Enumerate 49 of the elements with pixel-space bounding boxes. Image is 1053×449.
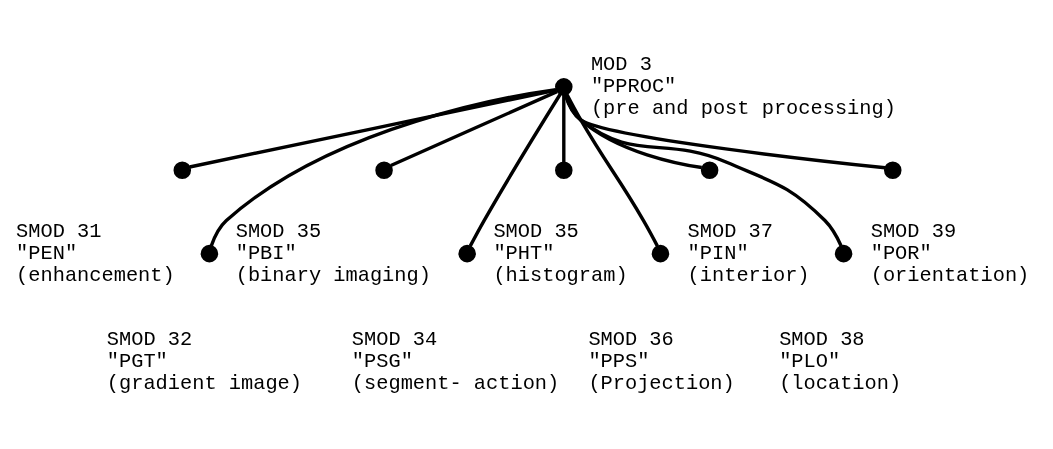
node-label: "PPS" — [588, 350, 650, 374]
node-label: SMOD 37 — [687, 219, 773, 243]
connector — [565, 93, 659, 247]
node-label: (binary imaging) — [235, 263, 431, 287]
node-label: (location) — [779, 372, 902, 396]
node-label: (enhancement) — [16, 263, 175, 287]
node-label: SMOD 35 — [235, 219, 322, 243]
node-label: (segment- action) — [351, 372, 560, 396]
node-circle — [458, 244, 476, 263]
node-label: SMOD 34 — [351, 328, 438, 352]
connector — [562, 94, 566, 163]
node-circle — [200, 244, 219, 263]
node-label: SMOD 35 — [493, 219, 579, 243]
node-label: (pre and post processing) — [590, 97, 896, 121]
node-label: "PIN" — [687, 241, 749, 265]
node-label: SMOD 39 — [870, 219, 957, 243]
node-circle — [700, 161, 719, 180]
node-label: MOD 3 — [590, 53, 652, 77]
connector — [468, 93, 562, 247]
node-label: (orientation) — [870, 263, 1030, 287]
node-label: (interior) — [687, 263, 810, 287]
node-label: SMOD 36 — [588, 328, 674, 352]
node-label: SMOD 32 — [106, 328, 193, 352]
node-label: "PEN" — [16, 241, 78, 265]
node-circle — [651, 244, 670, 263]
connector — [189, 88, 557, 169]
node-label: (histogram) — [493, 263, 628, 287]
node-label: "PBI" — [235, 241, 297, 265]
node-label: "POR" — [870, 241, 932, 265]
node-label: (gradient image) — [106, 372, 303, 396]
node-label: "PGT" — [106, 350, 168, 374]
node-label: "PHT" — [493, 241, 555, 265]
node-circle — [834, 244, 853, 263]
node-label: "PPROC" — [590, 75, 677, 99]
node-label: SMOD 38 — [779, 328, 865, 352]
node-circle — [555, 161, 573, 180]
node-circle — [555, 78, 573, 96]
connector — [563, 94, 843, 247]
node-label: "PSG" — [351, 350, 413, 374]
connector — [564, 94, 702, 170]
node-label: (Projection) — [588, 372, 735, 396]
node-circle — [883, 161, 902, 180]
node-circle — [173, 161, 192, 180]
node-label: "PLO" — [779, 350, 841, 374]
connector — [390, 90, 558, 168]
node-label: SMOD 31 — [16, 219, 102, 243]
connector — [209, 87, 557, 247]
connector — [563, 94, 886, 170]
node-circle — [375, 161, 393, 180]
